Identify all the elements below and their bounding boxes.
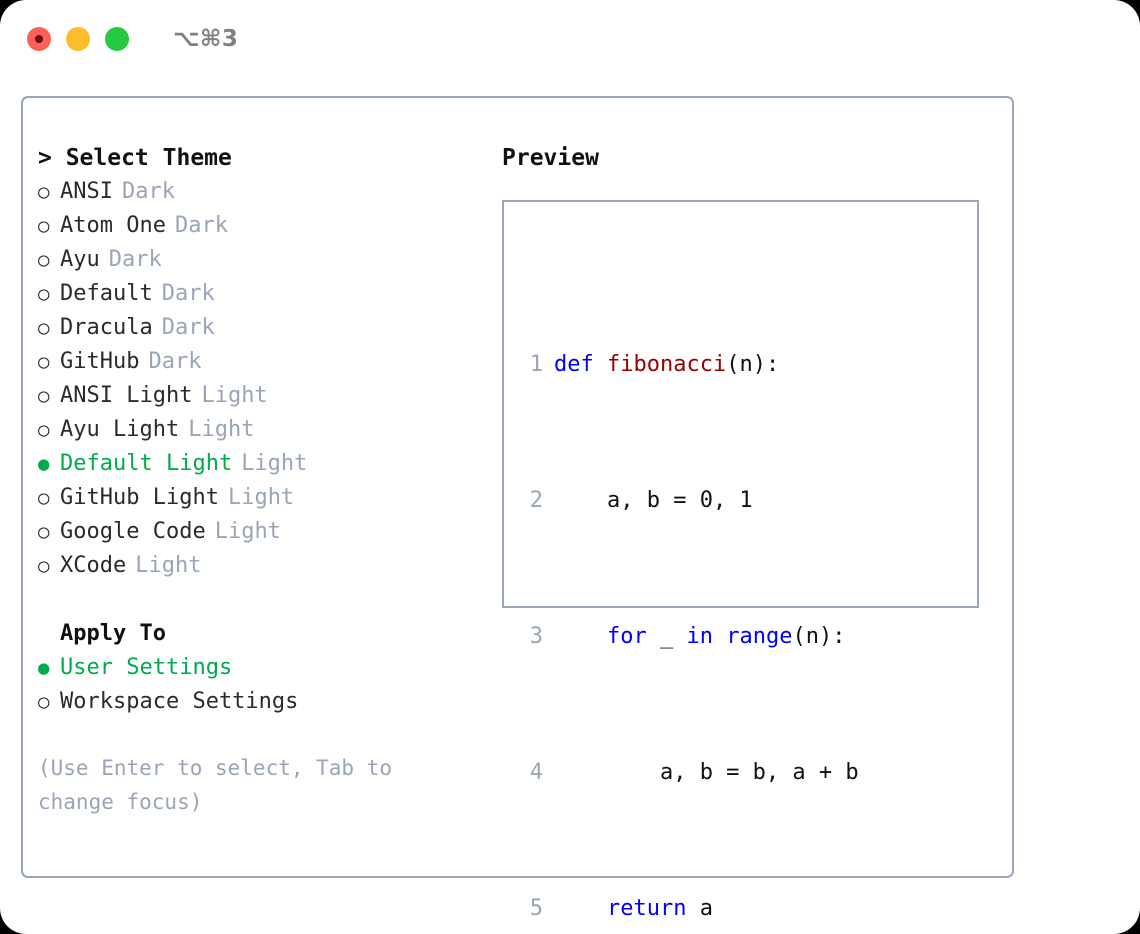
theme-list: ○ ANSI Dark ○ Atom One Dark ○ Ayu Dark <box>38 175 468 583</box>
radio-icon: ○ <box>38 487 50 509</box>
code-token: def <box>554 352 607 377</box>
code-token: in <box>686 624 713 649</box>
theme-kind: Dark <box>174 213 228 238</box>
theme-list-item[interactable]: ○ Atom One Dark <box>38 209 468 243</box>
theme-list-item[interactable]: ○ Dracula Dark <box>38 311 468 345</box>
code-token <box>713 620 726 654</box>
theme-list-item[interactable]: ○ Ayu Light Light <box>38 413 468 447</box>
title-bar: ⌥⌘3 <box>0 0 1140 78</box>
radio-icon-selected: ● <box>38 657 50 679</box>
line-number: 4 <box>529 760 543 785</box>
close-button[interactable] <box>27 27 51 51</box>
radio-icon: ○ <box>38 691 50 713</box>
code-token: _ <box>646 624 687 649</box>
code-token: for <box>606 624 647 649</box>
code-token: a, b = b, a + b <box>554 760 859 785</box>
theme-name: Default Light <box>60 451 233 476</box>
radio-icon: ○ <box>38 419 50 441</box>
code-token: a <box>686 896 713 921</box>
theme-kind: Light <box>241 451 308 476</box>
theme-list-item-selected[interactable]: ● Default Light Light <box>38 447 468 481</box>
code-line: 3 for _ in range (n): <box>517 620 885 654</box>
theme-name: Default <box>60 281 153 306</box>
apply-to-label: Workspace Settings <box>60 689 299 714</box>
list-spacer <box>38 583 468 617</box>
theme-kind: Dark <box>161 281 215 306</box>
theme-name: Ayu <box>60 247 100 272</box>
close-button-dot <box>35 35 43 43</box>
code-token <box>554 892 607 926</box>
theme-kind: Light <box>135 553 202 578</box>
code-token: (n): <box>726 352 780 377</box>
theme-list-item[interactable]: ○ GitHub Dark <box>38 345 468 379</box>
apply-to-option-workspace-settings[interactable]: ○ Workspace Settings <box>38 685 468 719</box>
keyboard-hint: (Use Enter to select, Tab to change focu… <box>38 756 393 814</box>
theme-name: Google Code <box>60 519 206 544</box>
theme-list-item[interactable]: ○ GitHub Light Light <box>38 481 468 515</box>
content-panel: > Select Theme ○ ANSI Dark ○ Atom One Da… <box>21 96 1014 921</box>
theme-list-item[interactable]: ○ XCode Light <box>38 549 468 583</box>
radio-icon: ○ <box>38 215 50 237</box>
theme-kind: Dark <box>121 179 175 204</box>
radio-icon: ○ <box>38 249 50 271</box>
radio-icon: ○ <box>38 181 50 203</box>
theme-name: Dracula <box>60 315 153 340</box>
line-number: 3 <box>529 624 543 649</box>
line-number: 1 <box>529 352 543 377</box>
theme-selector-column: > Select Theme ○ ANSI Dark ○ Atom One Da… <box>38 141 468 819</box>
theme-list-item[interactable]: ○ Google Code Light <box>38 515 468 549</box>
code-token: range <box>726 624 793 649</box>
code-token: return <box>606 896 687 921</box>
radio-icon: ○ <box>38 521 50 543</box>
traffic-lights <box>27 27 129 51</box>
theme-list-item[interactable]: ○ ANSI Light Light <box>38 379 468 413</box>
radio-icon-selected: ● <box>38 453 50 475</box>
preview-column: Preview 1 def fibonacci (n): 2 a, b = 0,… <box>502 141 992 921</box>
theme-kind: Dark <box>161 315 215 340</box>
theme-name: Ayu Light <box>60 417 180 442</box>
theme-kind: Light <box>188 417 255 442</box>
apply-to-list: ● User Settings ○ Workspace Settings <box>38 651 468 719</box>
theme-name: ANSI <box>60 179 113 204</box>
code-token: (n): <box>792 624 846 649</box>
code-line: 1 def fibonacci (n): <box>517 348 885 382</box>
theme-kind: Light <box>201 383 268 408</box>
apply-to-label: User Settings <box>60 655 233 680</box>
theme-name: XCode <box>60 553 127 578</box>
radio-icon: ○ <box>38 317 50 339</box>
theme-kind: Dark <box>148 349 202 374</box>
code-token <box>554 620 607 654</box>
code-sample: 1 def fibonacci (n): 2 a, b = 0, 1 3 <box>517 246 885 934</box>
radio-icon: ○ <box>38 555 50 577</box>
apply-to-header: Apply To <box>60 621 166 646</box>
theme-name: GitHub <box>60 349 140 374</box>
window-title: ⌥⌘3 <box>173 26 239 52</box>
theme-name: Atom One <box>60 213 166 238</box>
theme-list-item[interactable]: ○ Default Dark <box>38 277 468 311</box>
minimize-button[interactable] <box>66 27 90 51</box>
preview-header: Preview <box>502 145 599 171</box>
theme-kind: Light <box>214 519 281 544</box>
code-token: a, b = 0, 1 <box>554 488 753 513</box>
code-token: fibonacci <box>606 352 727 377</box>
line-number: 2 <box>529 488 543 513</box>
theme-name: ANSI Light <box>60 383 193 408</box>
line-number: 5 <box>529 896 543 921</box>
preview-box: 1 def fibonacci (n): 2 a, b = 0, 1 3 <box>502 200 979 921</box>
theme-kind: Light <box>227 485 295 510</box>
maximize-button[interactable] <box>105 27 129 51</box>
theme-list-item[interactable]: ○ ANSI Dark <box>38 175 468 209</box>
apply-to-option-user-settings[interactable]: ● User Settings <box>38 651 468 685</box>
code-line: 2 a, b = 0, 1 <box>517 484 885 518</box>
theme-kind: Dark <box>108 247 162 272</box>
radio-icon: ○ <box>38 385 50 407</box>
radio-icon: ○ <box>38 351 50 373</box>
code-line: 4 a, b = b, a + b <box>517 756 885 790</box>
theme-list-item[interactable]: ○ Ayu Dark <box>38 243 468 277</box>
code-line: 5 return a <box>517 892 885 926</box>
theme-name: GitHub Light <box>60 485 219 510</box>
radio-icon: ○ <box>38 283 50 305</box>
select-theme-header: > Select Theme <box>38 145 232 171</box>
